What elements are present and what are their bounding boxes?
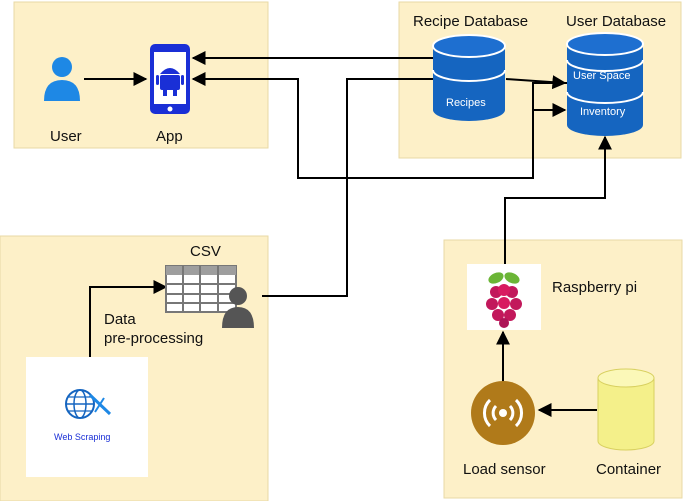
preprocessing-label: pre-processing	[104, 330, 203, 347]
data-label: Data	[104, 311, 136, 328]
inventory-label: Inventory	[580, 106, 626, 118]
recipe-database-title: Recipe Database	[413, 13, 528, 30]
user-database-title: User Database	[566, 13, 666, 30]
csv-label: CSV	[190, 243, 221, 260]
recipes-label: Recipes	[446, 97, 486, 109]
web-scraping-label: Web Scraping	[54, 432, 110, 442]
mobile-panel	[13, 1, 269, 149]
android-phone-icon	[150, 44, 190, 114]
load-sensor-icon	[471, 381, 535, 445]
app-label: App	[156, 128, 183, 145]
globe-icon	[65, 389, 112, 419]
arrow-raspberry-to-inventory	[504, 135, 612, 264]
arrow-recipes-to-userdb	[505, 75, 567, 90]
raspberry-pi-icon	[486, 272, 522, 328]
load-sensor-label: Load sensor	[463, 461, 546, 478]
hardware-panel	[443, 239, 683, 499]
arrow-to-inventory	[347, 103, 567, 179]
container-cylinder-icon	[597, 368, 655, 451]
user-database-icon	[566, 32, 644, 136]
user-label: User	[50, 128, 82, 145]
raspberry-pi-label: Raspberry pi	[552, 279, 637, 296]
container-label: Container	[596, 461, 661, 478]
database-icon	[432, 34, 506, 121]
line-csv-to-recipes	[262, 78, 433, 297]
user-icon	[44, 57, 80, 101]
csv-grid-icon	[165, 265, 237, 313]
person-icon	[222, 287, 254, 328]
arrow-webscraping-to-csv	[89, 280, 168, 357]
user-space-label: User Space	[573, 70, 630, 82]
